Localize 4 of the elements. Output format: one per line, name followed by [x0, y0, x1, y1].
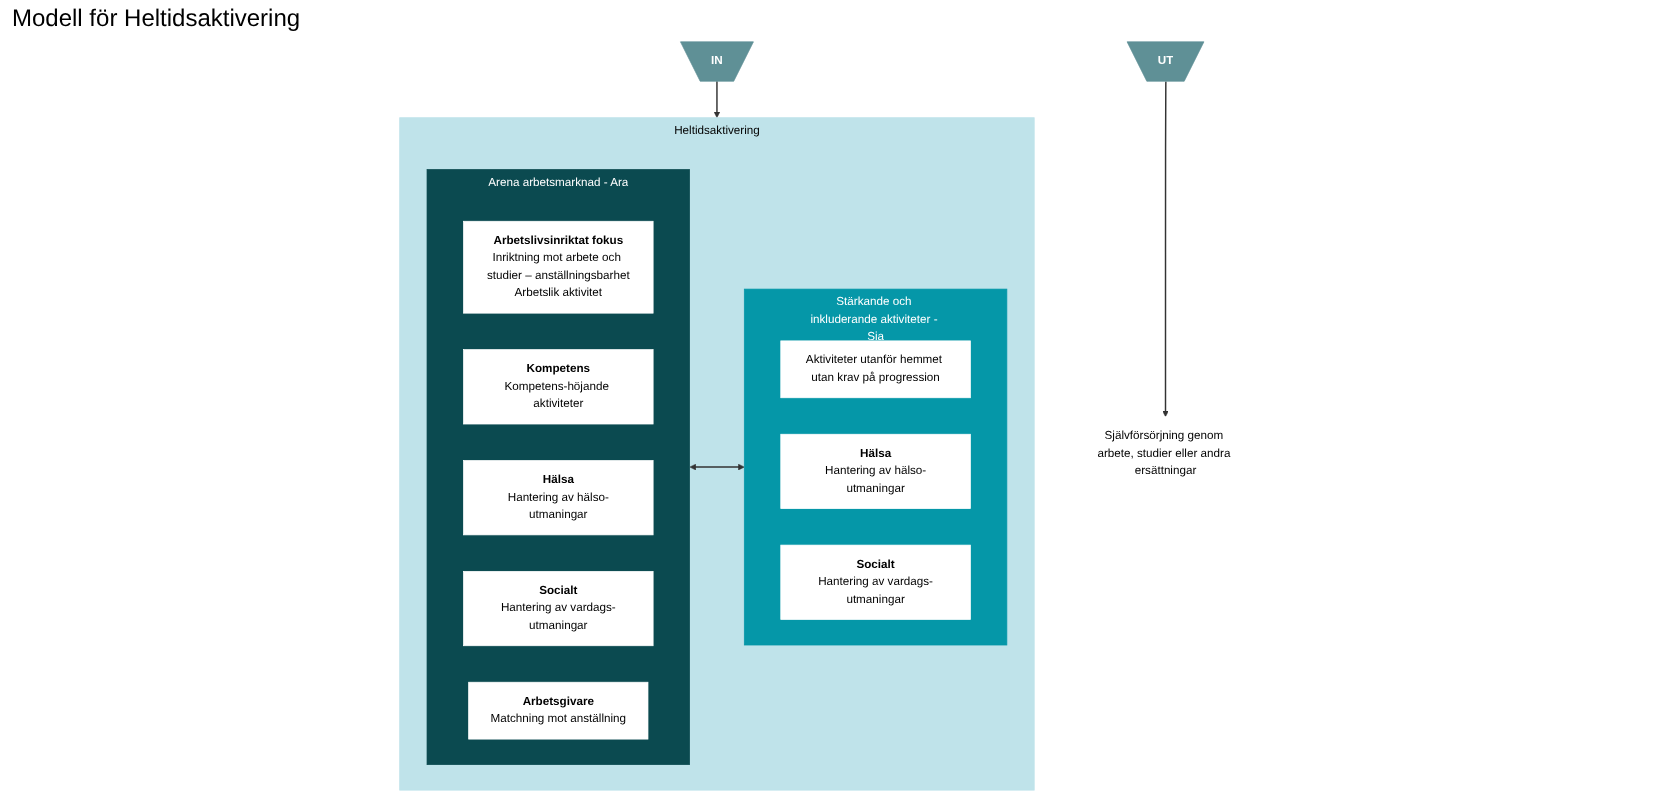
arrow — [713, 80, 721, 118]
arrow — [689, 463, 745, 471]
arrow — [1162, 80, 1169, 417]
diagram-title: Modell för Heltidsaktivering — [12, 4, 301, 32]
